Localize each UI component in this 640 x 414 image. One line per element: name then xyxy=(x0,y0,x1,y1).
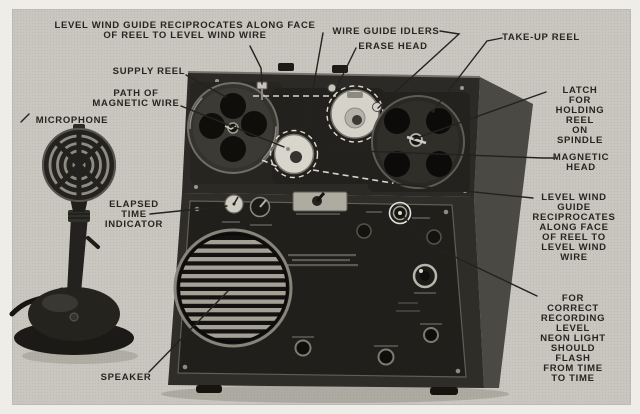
leader-erase-head xyxy=(335,47,357,90)
leader-microphone xyxy=(20,113,30,123)
front-panel xyxy=(173,191,467,378)
leader-supply-reel xyxy=(185,74,227,98)
elapsed-time-dial xyxy=(224,194,244,214)
jack-bottom-3 xyxy=(423,327,439,343)
magnetic-head-assembly xyxy=(269,129,319,179)
jack-bottom-2 xyxy=(377,348,395,366)
speaker-grille xyxy=(173,228,293,348)
leader-neon-note xyxy=(403,216,538,297)
leader-magnetic-head xyxy=(331,149,557,159)
leader-elapsed-time xyxy=(149,205,228,215)
jack-bottom-1 xyxy=(294,339,312,357)
top-deck xyxy=(187,81,470,192)
jack-mid-left xyxy=(356,223,372,239)
function-switch-plate xyxy=(292,191,348,215)
label-level-wind-top: LEVEL WIND GUIDE RECIPROCATES ALONG FACE… xyxy=(54,20,316,41)
label-wire-guide-idlers: WIRE GUIDE IDLERS xyxy=(332,26,440,37)
label-speaker: SPEAKER xyxy=(100,372,152,383)
level-wind-guide xyxy=(256,81,268,100)
supply-reel xyxy=(187,82,279,174)
microphone-head xyxy=(42,128,116,202)
take-up-reel xyxy=(371,95,465,189)
label-path-of-magnetic-wire: PATH OF MAGNETIC WIRE xyxy=(92,88,180,109)
volume-knob xyxy=(412,263,438,289)
record-knob xyxy=(249,196,271,218)
label-microphone: MICROPHONE xyxy=(35,115,109,126)
leader-level-wind-top xyxy=(249,45,263,85)
label-neon-note: FOR CORRECT RECORDING LEVEL NEON LIGHT S… xyxy=(540,293,606,384)
leader-wire-guide-idlers-right xyxy=(377,30,461,109)
neon-recording-light xyxy=(388,201,412,225)
nameplate-text xyxy=(286,254,358,267)
label-magnetic-head: MAGNETIC HEAD xyxy=(552,152,610,173)
label-latch: LATCH FOR HOLDING REEL ON SPINDLE xyxy=(555,85,605,146)
leader-level-wind-right xyxy=(394,183,534,199)
label-take-up-reel: TAKE-UP REEL xyxy=(502,32,580,43)
label-elapsed-time-indicator: ELAPSED TIME INDICATOR xyxy=(104,199,164,230)
leader-path-of-wire xyxy=(180,105,285,148)
leader-wire-guide-idlers-left xyxy=(305,32,324,130)
leader-lines xyxy=(20,30,557,373)
jack-mid-right xyxy=(426,229,442,245)
leader-speaker xyxy=(148,290,229,373)
label-supply-reel: SUPPLY REEL xyxy=(112,66,186,77)
wire-guide-idler-right xyxy=(372,102,382,112)
microphone xyxy=(9,124,138,364)
leader-take-up-reel xyxy=(432,37,503,112)
wire-guide-idler-left xyxy=(327,83,337,93)
label-level-wind-right: LEVEL WIND GUIDE RECIPROCATES ALONG FACE… xyxy=(532,192,616,263)
label-erase-head: ERASE HEAD xyxy=(358,41,428,52)
leader-latch xyxy=(413,91,547,140)
